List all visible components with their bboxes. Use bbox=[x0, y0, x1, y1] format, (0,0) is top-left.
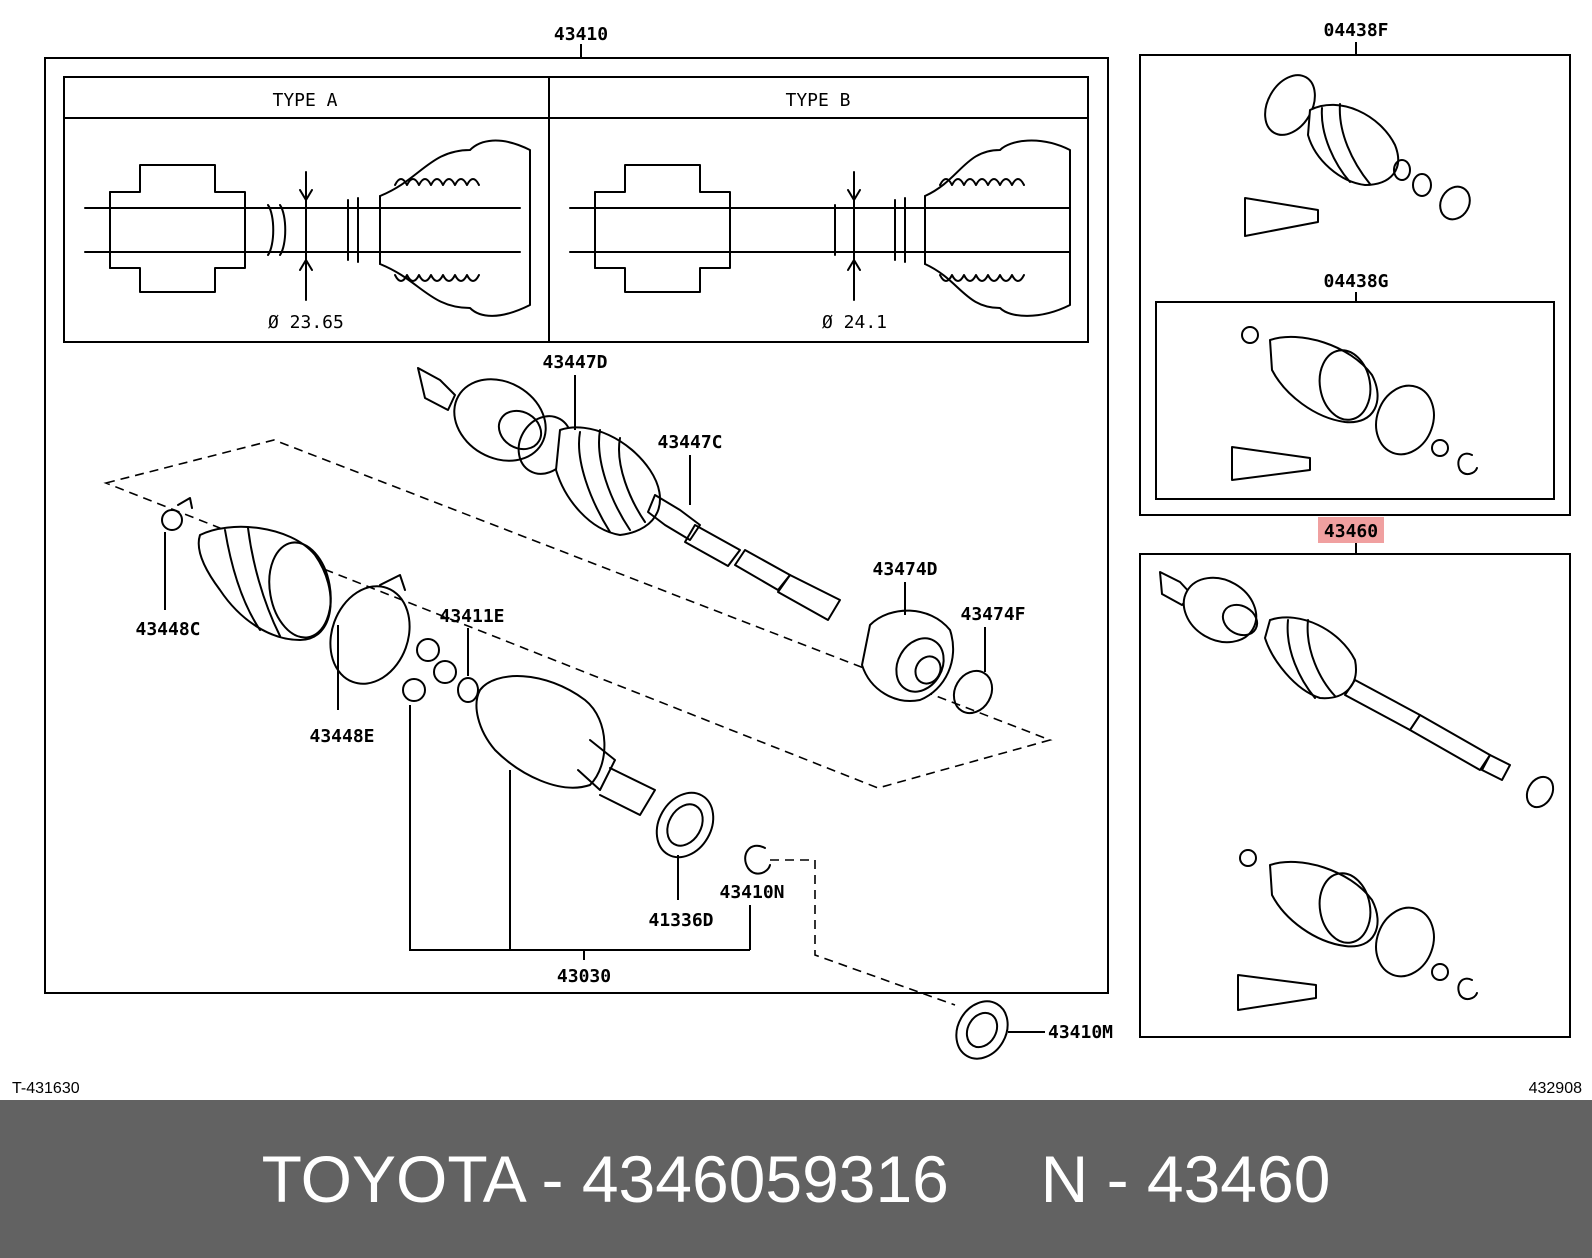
drive-shaft-43460: 43460 bbox=[1139, 517, 1571, 1038]
tripod-joint: 43411E bbox=[402, 606, 505, 703]
part-number-caption: TOYOTA - 4346059316 N - 43460 bbox=[261, 1142, 1331, 1216]
inboard-joint-housing: 41336D bbox=[475, 675, 715, 950]
boot-kit-04438F: 04438F bbox=[1139, 20, 1571, 516]
label-43410M[interactable]: 43410M bbox=[1048, 1022, 1113, 1043]
label-04438F[interactable]: 04438F bbox=[1323, 20, 1388, 41]
boot-inboard bbox=[197, 525, 332, 641]
bracket-43030: 43030 bbox=[409, 705, 750, 987]
main-assembly-frame: 43410 bbox=[44, 24, 1109, 994]
label-43411E[interactable]: 43411E bbox=[439, 606, 504, 627]
label-43410[interactable]: 43410 bbox=[554, 24, 608, 45]
footer-bar: TOYOTA - 4346059316 N - 43460 bbox=[0, 1100, 1592, 1258]
parts-diagram: 43410 TYPE A TYPE B Ø 23.65 bbox=[12, 20, 1583, 1097]
ref-code-left: T-431630 bbox=[12, 1080, 80, 1097]
boot-kit-04438G: 04438G bbox=[1155, 271, 1555, 500]
type-b-diameter: Ø 24.1 bbox=[822, 312, 887, 333]
label-43448E[interactable]: 43448E bbox=[309, 726, 374, 747]
boot-clamp-43448E: 43448E bbox=[309, 574, 411, 747]
label-43447C[interactable]: 43447C bbox=[657, 432, 722, 453]
label-43448C[interactable]: 43448C bbox=[135, 619, 200, 640]
type-a-diameter: Ø 23.65 bbox=[268, 312, 344, 333]
type-b-label: TYPE B bbox=[785, 90, 850, 111]
boot-clamp-43448C: 43448C bbox=[135, 497, 201, 640]
exploded-view-outline bbox=[103, 439, 1053, 789]
label-04438G[interactable]: 04438G bbox=[1323, 271, 1388, 292]
oil-seal-43410M: 43410M bbox=[770, 859, 1113, 1060]
snap-ring-43410N: 43410N bbox=[719, 844, 785, 950]
type-a-label: TYPE A bbox=[272, 90, 337, 111]
label-43474F[interactable]: 43474F bbox=[960, 604, 1025, 625]
type-b-shaft-drawing: Ø 24.1 bbox=[569, 139, 1071, 333]
drive-shaft-main-drawing: 43447D 43447C bbox=[417, 352, 841, 621]
label-43460[interactable]: 43460 bbox=[1324, 521, 1378, 542]
label-43447D[interactable]: 43447D bbox=[542, 352, 607, 373]
label-43474D[interactable]: 43474D bbox=[872, 559, 937, 580]
damper-clamp-43474F: 43474F bbox=[952, 604, 1026, 715]
label-41336D[interactable]: 41336D bbox=[648, 910, 713, 931]
highlight-43460 bbox=[1318, 517, 1384, 543]
dynamic-damper-43474D: 43474D bbox=[861, 559, 955, 702]
ref-code-right: 432908 bbox=[1529, 1080, 1582, 1097]
type-a-shaft-drawing: Ø 23.65 bbox=[84, 139, 531, 333]
label-43030[interactable]: 43030 bbox=[557, 966, 611, 987]
label-43410N[interactable]: 43410N bbox=[719, 882, 784, 903]
type-comparison-box: TYPE A TYPE B Ø 23.65 bbox=[63, 76, 1089, 343]
